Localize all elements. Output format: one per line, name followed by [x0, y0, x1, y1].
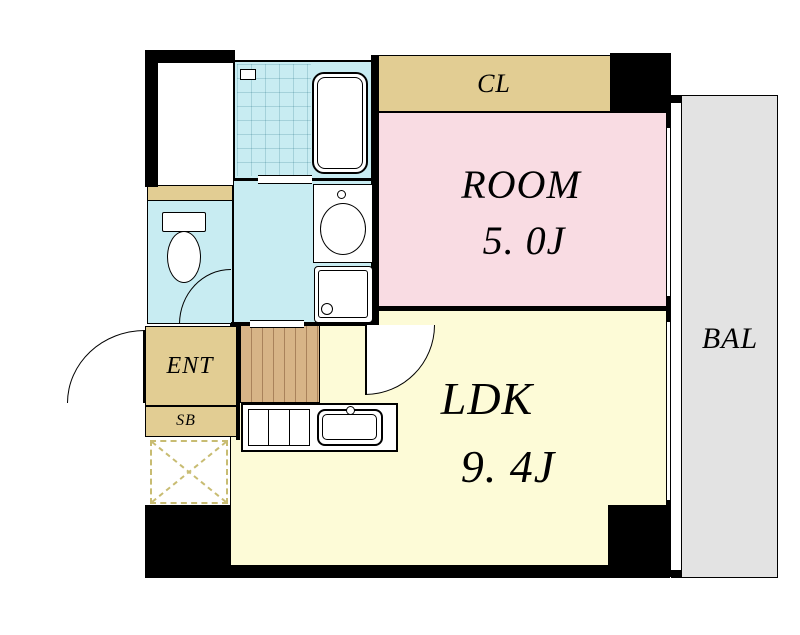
washroom-door-opening — [250, 320, 304, 328]
wall — [377, 306, 668, 311]
stove-divider — [289, 409, 290, 446]
shoe-box-label: SB — [176, 412, 196, 429]
stove-divider — [268, 409, 269, 446]
bathtub — [312, 72, 368, 174]
balcony — [681, 95, 778, 578]
ldk-sliding-window — [666, 322, 671, 500]
wall — [666, 53, 671, 577]
entrance-label: ENT — [166, 353, 214, 379]
entrance-door-arc — [67, 330, 145, 403]
bathroom-folding-door — [258, 175, 312, 184]
stove-unit — [248, 409, 310, 446]
shoe-box — [145, 406, 238, 437]
bedroom-label: ROOM — [461, 162, 581, 207]
bedroom — [377, 112, 668, 308]
bedroom-size-label: 5. 0J — [482, 218, 566, 263]
ldk-label: LDK — [440, 373, 534, 424]
wall — [145, 505, 230, 578]
wall — [145, 50, 235, 63]
washbasin-bowl — [320, 203, 366, 255]
balcony-label: BAL — [701, 322, 759, 355]
wall — [371, 55, 379, 325]
bedroom-window — [666, 128, 671, 296]
toilet-tank — [162, 212, 206, 232]
wall — [610, 53, 670, 112]
kitchen-tap — [346, 406, 355, 415]
bathroom-tile-floor — [237, 64, 311, 176]
wall — [236, 322, 240, 440]
toilet-bowl — [167, 231, 201, 283]
wall — [608, 505, 670, 578]
wall — [228, 565, 610, 578]
hallway-wood-floor — [240, 324, 320, 403]
shower-mixer — [240, 69, 256, 80]
refrigerator-space-cross — [152, 442, 226, 502]
closet-label: CL — [477, 69, 511, 98]
closet — [377, 55, 612, 112]
toilet-shelf — [147, 185, 233, 201]
balcony-joint — [671, 95, 681, 103]
washing-machine-pan-inner — [318, 270, 368, 318]
wall — [231, 322, 379, 326]
washbasin-tap — [337, 190, 346, 199]
wall — [145, 50, 158, 187]
ldk-size-label: 9. 4J — [460, 441, 556, 492]
balcony-joint — [671, 570, 681, 578]
bathtub-inner — [317, 77, 363, 169]
refrigerator-space — [150, 440, 228, 504]
entrance-hall — [145, 326, 238, 406]
kitchen-sink-inner — [322, 414, 377, 440]
washing-machine-drain — [321, 303, 333, 315]
